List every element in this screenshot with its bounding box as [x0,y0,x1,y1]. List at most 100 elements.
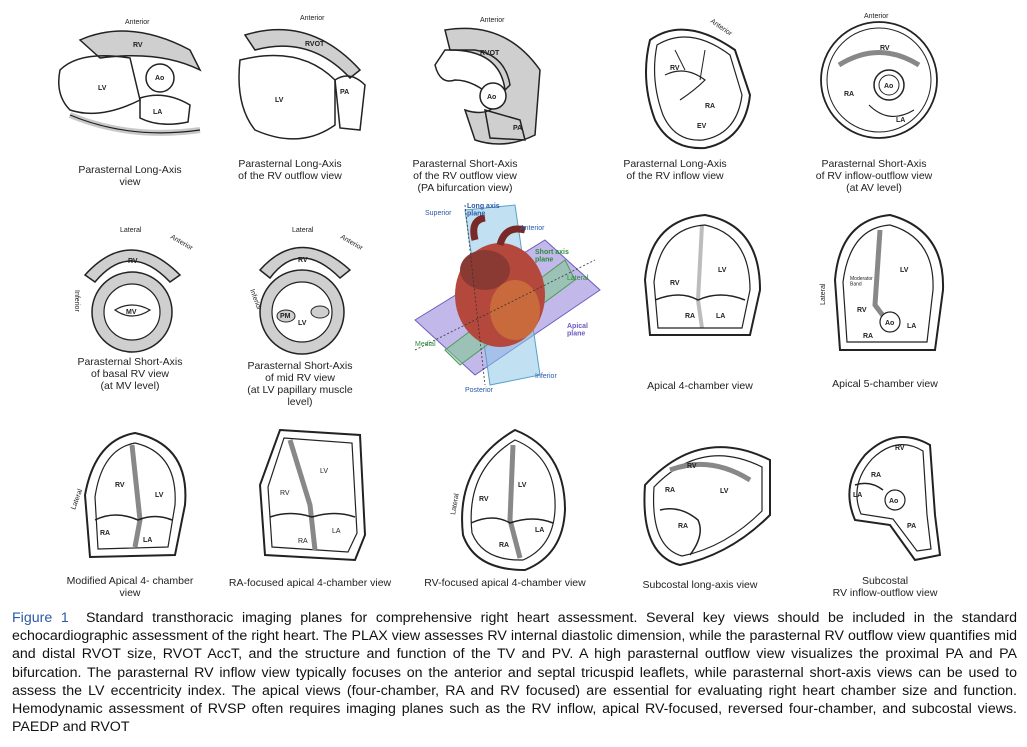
la-label: LA [153,109,162,116]
ra-label: RA [100,530,110,537]
ra-label: RA [705,103,715,110]
panel-subcostal-long: RV LV RA RA Subcostal long-axis view [610,425,790,591]
psax-rvot-diagram: Anterior RVOT Ao PA [434,17,541,145]
rv-label: RV [133,42,143,49]
psax-basal-diagram: Lateral Anterior Inferior RV MV [73,227,194,353]
ra-focused-diagram: RV LV RA LA [258,428,367,562]
panel-caption: RV-focused apical 4-chamber view [424,577,586,589]
ao-label: Ao [889,498,898,505]
panel-plax-rvot: Anterior RVOT LV PA Parasternal Long-Axi… [200,10,380,182]
figure-caption: Figure 1 Standard transthoracic imaging … [12,609,1017,736]
la-label: LA [535,527,544,534]
panel-caption: Parasternal Short-Axis of the RV outflow… [412,158,518,194]
psax-rv-inflow-outflow-diagram: Anterior RV RA Ao LA [820,13,938,139]
rv-label: RV [479,496,489,503]
anterior-label: Anterior [520,225,545,232]
rv-label: RV [115,482,125,489]
anterior-label: Anterior [125,19,150,26]
ev-label: EV [697,123,707,130]
lv-label: LV [155,492,164,499]
lateral-label: Lateral [70,488,84,511]
panel-psax-rv-inflow-outflow: Anterior RV RA Ao LA Parasternal Short-A… [784,10,964,194]
anterior-label: Anterior [709,18,734,38]
apical-4ch-diagram: RV LV RA LA [643,213,762,336]
ra-label: RA [499,542,509,549]
plax-rvot-diagram: Anterior RVOT LV PA [238,15,366,140]
inferior-label: Inferior [535,373,557,380]
panel-ra-focused: RV LV RA LA RA-focused apical 4-chamber … [220,425,400,589]
lv-label: LV [900,267,909,274]
figure-caption-text: Standard transthoracic imaging planes fo… [12,610,1017,736]
la-label: LA [716,313,725,320]
panel-caption: Modified Apical 4- chamber view [66,575,194,599]
inferior-label: Inferior [248,288,262,311]
panel-caption: Parasternal Short-Axis of mid RV view (a… [247,360,353,408]
ra-label: RA [871,472,881,479]
rv-label: RV [895,445,905,452]
lateral-label: Lateral [292,227,314,234]
panel-caption: Subcostal RV inflow-outflow view [832,575,938,599]
panel-caption: Parasternal Short-Axis of basal RV view … [77,356,183,392]
medial-label: Medial [415,341,436,348]
ra-label: RA [298,538,308,545]
superior-label: Superior [425,210,452,217]
lateral-label: Lateral [450,493,461,516]
lv-label: LV [98,85,107,92]
la-label: LA [143,537,152,544]
pa-label: PA [907,523,916,530]
rvot-label: RVOT [480,50,500,57]
panel-caption: Parasternal Short-Axis of RV inflow-outf… [815,158,933,194]
ao-label: Ao [487,94,496,101]
anterior-label: Anterior [864,13,889,20]
anterior-label: Anterior [300,15,325,22]
ao-label: Ao [155,75,164,82]
panel-psax-rvot: Anterior RVOT Ao PA Parasternal Short-Ax… [375,10,555,194]
panel-caption: RA-focused apical 4-chamber view [228,577,392,589]
lv-label: LV [720,488,729,495]
ra-label-lower: RA [678,523,688,530]
plax-rv-inflow-diagram: Anterior RV RA EV [645,18,752,150]
panel-plax-rv-inflow: Anterior RV RA EV Parasternal Long-Axis … [585,10,765,182]
panel-caption: Subcostal long-axis view [642,579,758,591]
panel-modified-apical-4ch: Lateral RV LV RA LA Modified Apical 4- c… [40,425,220,599]
plax-diagram: Anterior RV LV Ao LA [58,19,202,136]
panel-plax: Anterior RV LV Ao LA Parasternal Long-Ax… [40,10,220,188]
rv-label: RV [298,257,308,264]
panel-caption: Apical 4-chamber view [647,380,753,392]
mv-label: MV [126,309,137,316]
rv-label: RV [670,280,680,287]
anterior-label: Anterior [169,234,194,253]
panel-caption: Parasternal Long-Axis of the RV inflow v… [623,158,727,182]
inferior-label: Inferior [73,290,80,312]
modified-apical-4ch-diagram: Lateral RV LV RA LA [70,431,187,559]
ra-label: RA [685,313,695,320]
rv-label: RV [670,65,680,72]
ao-label: Ao [884,83,893,90]
ra-label: RA [863,333,873,340]
anterior-label: Anterior [339,234,364,253]
panel-psax-basal: Lateral Anterior Inferior RV MV Paraster… [40,220,220,392]
la-label: LA [853,492,862,499]
la-label: LA [907,323,916,330]
rv-label: RV [280,490,290,497]
figure-label: Figure 1 [12,610,69,626]
la-label: LA [896,117,905,124]
lv-label: LV [275,97,284,104]
panel-apical-4ch: RV LV RA LA Apical 4-chamber view [610,210,790,392]
pm-label: PM [280,313,291,320]
lateral-label: Lateral [120,227,142,234]
panel-subcostal-inflow-outflow: RV RA LA Ao PA Subcostal RV inflow-outfl… [795,425,975,599]
pa-label: PA [513,125,522,132]
rv-label: RV [687,463,697,470]
rv-label: RV [857,307,867,314]
subcostal-long-diagram: RV LV RA RA [643,446,771,567]
ra-label-upper: RA [665,487,675,494]
